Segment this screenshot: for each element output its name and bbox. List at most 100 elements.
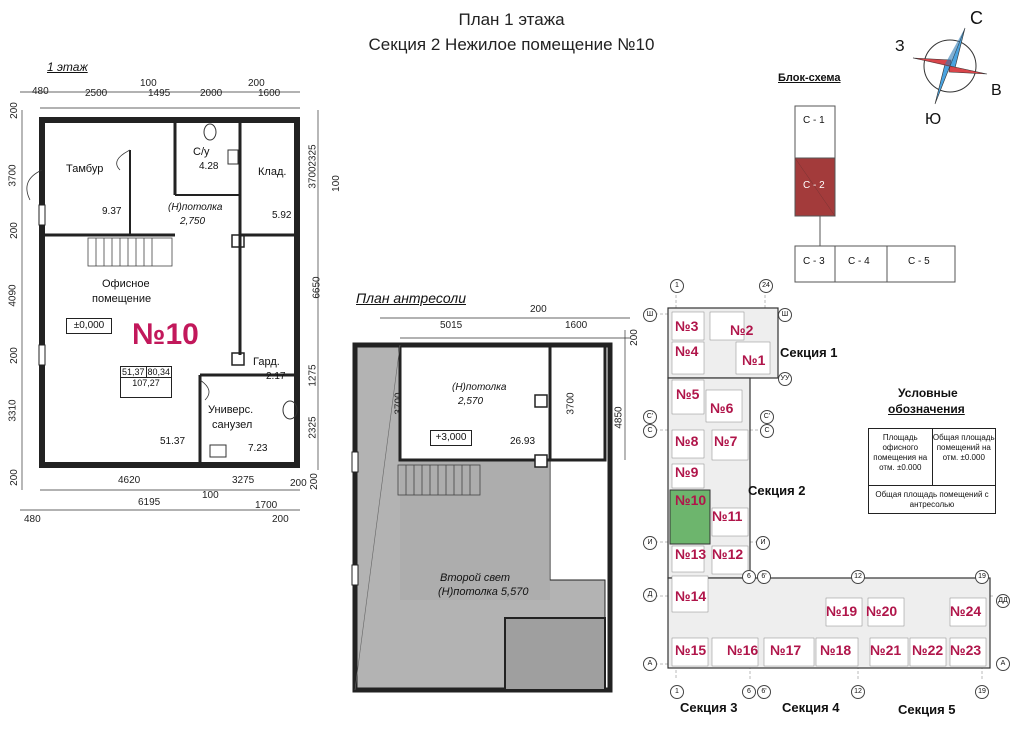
axis-1-bottom: 1 bbox=[670, 685, 684, 699]
room-wardrobe-area: 2.17 bbox=[266, 371, 286, 382]
mez-ceiling-label: (Н)потолка bbox=[452, 382, 507, 393]
dim-right-5: 2325 bbox=[307, 416, 319, 439]
axis-a-right: А bbox=[996, 657, 1010, 671]
axis-19-top: 19 bbox=[975, 570, 989, 584]
legend-title-1: Условные bbox=[898, 386, 958, 400]
area-box: 51,37 80,34 107,27 bbox=[120, 366, 172, 398]
block-c3: С - 3 bbox=[803, 256, 825, 267]
block-c1: С - 1 bbox=[803, 115, 825, 126]
compass-north: С bbox=[970, 8, 983, 28]
second-light-label: Второй свет bbox=[440, 572, 511, 584]
legend-table: Площадь офисного помещения на отм. ±0.00… bbox=[868, 428, 996, 514]
axis-s-right: С bbox=[760, 424, 774, 438]
axis-6p-top: 6' bbox=[757, 570, 771, 584]
page-title: План 1 этажа bbox=[458, 10, 565, 29]
apt-16: №16 bbox=[727, 642, 759, 658]
site-plan bbox=[650, 290, 995, 680]
axis-d: Д bbox=[643, 588, 657, 602]
section-4-label: Секция 4 bbox=[782, 700, 840, 715]
mez-dim-0: 200 bbox=[530, 304, 547, 315]
room-tambur: Тамбур bbox=[66, 163, 104, 175]
area-a: 51,37 bbox=[121, 367, 147, 377]
room-universal: Универс. bbox=[208, 404, 254, 416]
apt-6: №6 bbox=[710, 400, 734, 416]
mez-dim-3: 200 bbox=[628, 329, 640, 346]
legend-cell-3: Общая площадь помещений с антресолью bbox=[875, 490, 989, 509]
axis-a-left: А bbox=[643, 657, 657, 671]
mez-level-box: +3,000 bbox=[430, 430, 472, 446]
dim-right-3: 6650 bbox=[311, 276, 323, 299]
axis-i-right: И bbox=[756, 536, 770, 550]
dim-top2-0: 480 bbox=[32, 86, 49, 97]
floor1-label: 1 этаж bbox=[47, 60, 88, 74]
dim-bottom2-1: 100 bbox=[202, 490, 219, 501]
axis-1-top: 1 bbox=[670, 279, 684, 293]
dim-bottom-0: 4620 bbox=[118, 475, 141, 486]
apt-5: №5 bbox=[676, 386, 700, 402]
room-wc-area: 4.28 bbox=[199, 161, 219, 172]
apt-20: №20 bbox=[866, 603, 898, 619]
axis-s1-left: С' bbox=[643, 410, 657, 424]
legend-cell-1: Площадь офисного помещения на отм. ±0.00… bbox=[869, 429, 933, 485]
apt-21: №21 bbox=[870, 642, 902, 658]
legend-title-2: обозначения bbox=[888, 402, 965, 416]
room-universal-area: 7.23 bbox=[248, 443, 268, 454]
axis-19-bottom: 19 bbox=[975, 685, 989, 699]
axis-sh-right: Ш bbox=[778, 308, 792, 322]
dim-left-5: 3310 bbox=[7, 399, 19, 422]
room-office-area: 51.37 bbox=[160, 436, 186, 447]
floor1-plan bbox=[20, 91, 319, 511]
axis-12-top: 12 bbox=[851, 570, 865, 584]
room-storage: Клад. bbox=[258, 166, 287, 178]
axis-sh-left: Ш bbox=[643, 308, 657, 322]
axis-dd: ДД bbox=[996, 594, 1010, 608]
apt-13: №13 bbox=[675, 546, 707, 562]
apt-10: №10 bbox=[675, 492, 707, 508]
apt-1: №1 bbox=[742, 352, 766, 368]
dim-right-4: 1275 bbox=[307, 364, 319, 387]
room-wc: С/у bbox=[193, 146, 210, 158]
room-wardrobe: Гард. bbox=[253, 356, 280, 368]
dim-left-3: 4090 bbox=[7, 284, 19, 307]
dim-bottom2-3: 200 bbox=[272, 514, 289, 525]
axis-6-top: 6 bbox=[742, 570, 756, 584]
apt-11: №11 bbox=[712, 508, 743, 524]
compass-west: З bbox=[895, 38, 905, 55]
dim-bottom-1: 3275 bbox=[232, 475, 255, 486]
mezzanine-plan bbox=[351, 317, 630, 693]
block-c2: С - 2 bbox=[803, 180, 825, 191]
room-office: Офисное bbox=[102, 278, 150, 290]
axis-12-bottom: 12 bbox=[851, 685, 865, 699]
room-storage-area: 5.92 bbox=[272, 210, 292, 221]
dim-top2-4: 1600 bbox=[258, 88, 281, 99]
apt-15: №15 bbox=[675, 642, 707, 658]
apt-14: №14 bbox=[675, 588, 707, 604]
apt-7: №7 bbox=[714, 433, 738, 449]
axis-s1-right: С' bbox=[760, 410, 774, 424]
room-tambur-area: 9.37 bbox=[102, 206, 122, 217]
dim-top2-2: 1495 bbox=[148, 88, 171, 99]
apt-17: №17 bbox=[770, 642, 802, 658]
dim-left-0: 200 bbox=[8, 102, 20, 119]
mez-dim-left: 3700 bbox=[393, 392, 405, 415]
section-5-label: Секция 5 bbox=[898, 702, 956, 717]
apt-12: №12 bbox=[712, 546, 744, 562]
mezzanine-label: План антресоли bbox=[356, 290, 466, 306]
apt-9: №9 bbox=[675, 464, 699, 480]
unit-number: №10 bbox=[132, 318, 199, 351]
dim-left-4: 200 bbox=[8, 347, 20, 364]
dim-right-6: 200 bbox=[308, 473, 320, 490]
apt-22: №22 bbox=[912, 642, 944, 658]
section-1-label: Секция 1 bbox=[780, 345, 838, 360]
room-universal-2: санузел bbox=[212, 419, 253, 431]
mez-dim-1: 5015 bbox=[440, 320, 463, 331]
dim-bottom-2: 200 bbox=[290, 478, 307, 489]
apt-4: №4 bbox=[675, 343, 699, 359]
dim-top-200: 200 bbox=[248, 78, 265, 89]
floor1-level-box: ±0,000 bbox=[66, 318, 112, 334]
section-3-label: Секция 3 bbox=[680, 700, 738, 715]
dim-left-6: 200 bbox=[8, 469, 20, 486]
axis-s-left: С bbox=[643, 424, 657, 438]
section-2-label: Секция 2 bbox=[748, 483, 806, 498]
axis-6-bottom: 6 bbox=[742, 685, 756, 699]
